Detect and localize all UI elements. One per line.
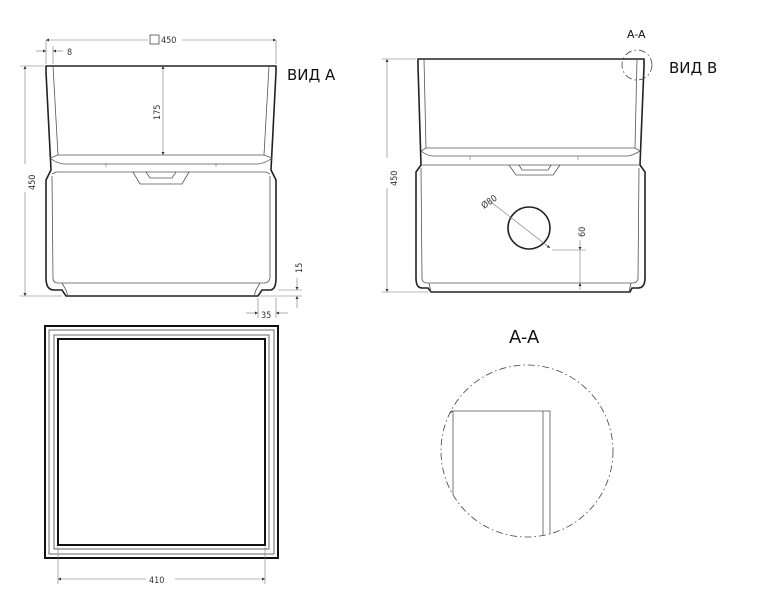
dim-overall-height-front: 450 [28, 175, 38, 190]
dim-inner-depth: 175 [153, 105, 163, 120]
dim-foot-width: 35 [261, 311, 271, 321]
section-marker-label: A-A [627, 28, 646, 41]
side-view: Ø80 60 450 A-A ВИД В [382, 28, 717, 293]
section-marker [621, 49, 653, 81]
detail-circle [440, 364, 614, 538]
detail-view: A-A [440, 327, 614, 538]
dim-wall-thickness: 8 [67, 48, 72, 58]
front-foot-left [61, 282, 69, 297]
dim-inner-width-top: 410 [149, 576, 164, 586]
dim-foot-height: 15 [295, 263, 305, 273]
side-drain-notch [422, 164, 639, 176]
dim-overall-width: 450 [161, 36, 176, 46]
side-bowl-bottom [420, 147, 641, 157]
front-view-title: ВИД А [287, 66, 336, 84]
front-outline [45, 65, 277, 297]
side-outline [415, 58, 646, 293]
top-view: 410 [44, 325, 279, 586]
detail-view-title: A-A [509, 327, 540, 348]
side-drain-hole [507, 206, 551, 250]
front-bowl-bottom [49, 154, 273, 165]
dim-overall-height-side: 450 [390, 171, 400, 186]
front-inner-wall [52, 65, 59, 156]
dim-drain-diameter: Ø80 [479, 193, 499, 212]
side-view-title: ВИД В [669, 59, 717, 77]
front-foot-right [253, 282, 261, 297]
dim-drain-height: 60 [578, 227, 588, 237]
front-view: 450 8 175 450 15 35 ВИД А [20, 34, 336, 321]
front-drain-notch [56, 171, 266, 185]
detail-rim-profile [441, 410, 551, 537]
